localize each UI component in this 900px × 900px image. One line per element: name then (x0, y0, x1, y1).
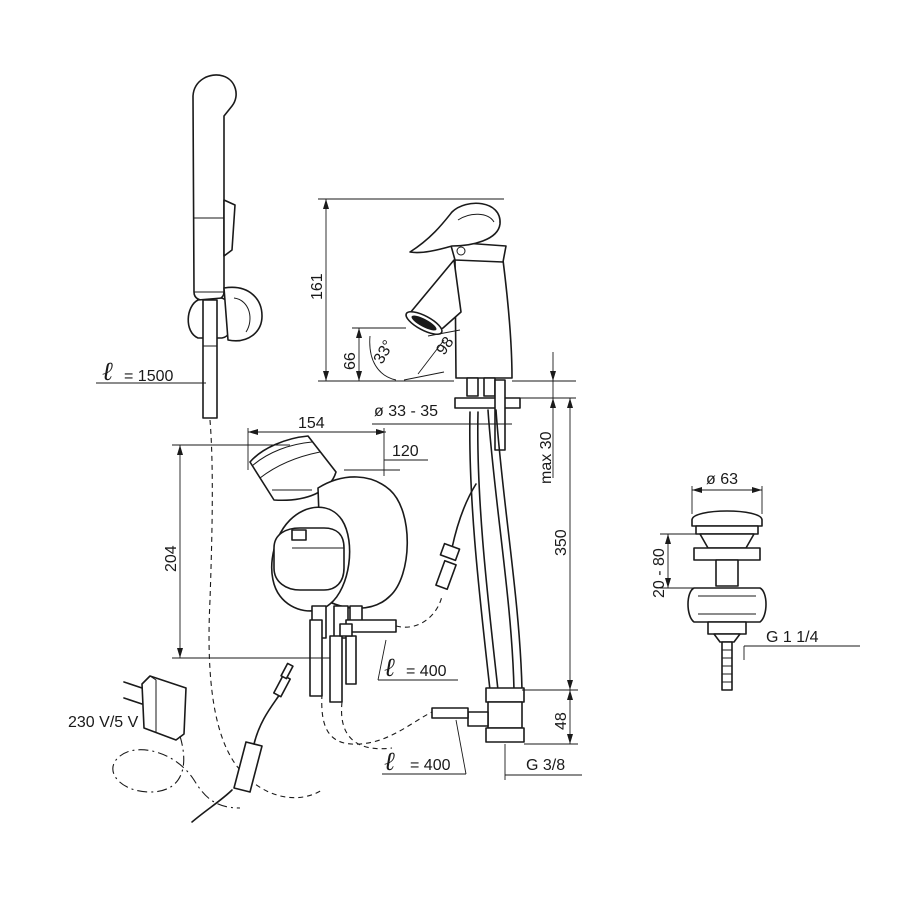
power-supply-label: 230 V/5 V (68, 714, 139, 731)
cable-connector (435, 483, 477, 591)
pipe-route-dashed-2 (341, 701, 393, 750)
pipe-length-annotation: ℓ = 400 (382, 719, 467, 776)
dim-154-label: 154 (298, 415, 325, 432)
pop-up-waste (687, 510, 767, 691)
cable-length-label: = 400 (406, 663, 447, 680)
hole-diameter-annotation: ø 33 - 35 (372, 403, 512, 425)
max-thickness-dimension: max 30 (512, 352, 576, 484)
dim-66-label: 66 (342, 352, 359, 370)
dimension-350-48: 350 48 (522, 398, 578, 745)
angle-valve (431, 687, 525, 743)
thread-g38-annotation: G 3/8 (504, 744, 582, 780)
max-thickness-label: max 30 (538, 431, 555, 484)
hand-shower (192, 74, 237, 302)
cable-transformer-unit (191, 662, 294, 823)
hose-route-dashed (208, 419, 323, 799)
dim-161-label: 161 (309, 273, 326, 300)
valve-dimension-204: 204 (163, 444, 330, 659)
hose-length-annotation: ℓ = 1500 (96, 357, 206, 386)
power-cable-route (112, 735, 241, 809)
mixer-dimension-161-66: 161 66 (309, 198, 504, 382)
dim-98-label: 98 (433, 334, 457, 358)
pipe-length-label: = 400 (410, 757, 451, 774)
cable-length-annotation: ℓ = 400 (377, 639, 458, 682)
valve-dimension-154-120: 154 120 (247, 415, 428, 491)
dim-48-label: 48 (553, 712, 570, 730)
hole-diameter-label: ø 33 - 35 (374, 403, 438, 420)
spout-angle-dimension: 33° 98 (369, 329, 461, 381)
dim-120-label: 120 (392, 443, 419, 460)
waste-height-dimension: 20 - 80 (651, 533, 696, 598)
waste-height-label: 20 - 80 (651, 548, 668, 598)
pipe-route-dashed (321, 693, 433, 745)
shower-hose (202, 299, 218, 419)
basin-mixer (405, 202, 513, 397)
angle-33-label: 33° (371, 338, 398, 367)
waste-diameter-dimension: ø 63 (691, 471, 763, 514)
thread-g114-annotation: G 1 1/4 (743, 629, 860, 660)
power-adapter (123, 675, 187, 741)
thermostat-valve (249, 435, 409, 639)
supply-hoses (468, 409, 523, 691)
thread-g114-label: G 1 1/4 (766, 629, 819, 646)
dim-204-label: 204 (163, 545, 180, 572)
thread-g38-label: G 3/8 (526, 757, 565, 774)
ell-symbol-3: ℓ (384, 747, 395, 776)
waste-diameter-label: ø 63 (706, 471, 738, 488)
valve-pipes (309, 619, 397, 703)
ell-symbol-2: ℓ (384, 653, 395, 682)
dim-350-label: 350 (553, 529, 570, 556)
valve-hose-route-dashed (395, 595, 443, 628)
hose-length-label: = 1500 (124, 368, 173, 385)
ell-symbol: ℓ (102, 357, 113, 386)
